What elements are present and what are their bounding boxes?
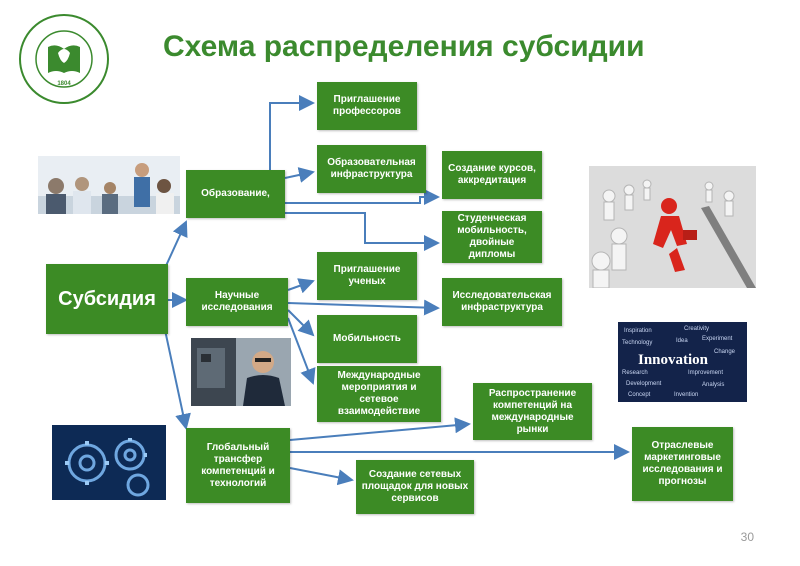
- arrow-subsidy-global: [164, 329, 191, 430]
- arrow-subsidy-education: [164, 220, 188, 269]
- running-figures-image: [589, 166, 756, 288]
- word-experiment: Experiment: [702, 336, 733, 342]
- arrow-global-spread: [289, 417, 471, 441]
- arrow-research-infrastructure: [287, 299, 440, 316]
- word-idea: Idea: [676, 338, 688, 344]
- node-research: Научные исследования: [186, 278, 288, 326]
- node-invite-scientists: Приглашение ученых: [317, 252, 417, 300]
- node-network-platforms: Создание сетевых площадок для новых серв…: [356, 460, 474, 514]
- node-global-transfer: Глобальный трансфер компетенций и технол…: [186, 428, 290, 503]
- word-improvement: Improvement: [688, 370, 723, 376]
- node-spread-competencies: Распространение компетенций на междунаро…: [473, 383, 592, 440]
- innovation-words-image: Inspiration Creativity Technology Idea E…: [618, 322, 747, 402]
- arrow-global-platforms: [289, 467, 354, 486]
- arrow-edu-student-mobility: [285, 212, 440, 251]
- logo-year: 1804: [57, 81, 71, 87]
- node-edu-infrastructure: Образовательная инфраструктура: [317, 145, 426, 193]
- word-technology: Technology: [622, 340, 652, 346]
- word-invention: Invention: [674, 392, 698, 398]
- gears-image: [52, 425, 166, 500]
- node-intl-events: Международные мероприятия и сетевое взаи…: [317, 366, 441, 422]
- word-concept: Concept: [628, 392, 651, 398]
- node-research-infrastructure: Исследовательская инфраструктура: [442, 278, 562, 326]
- scientist-photo: [191, 338, 291, 406]
- arrow-research-scientists: [287, 278, 315, 294]
- arrow-edu-infrastructure: [284, 167, 315, 183]
- arrow-research-mobility: [287, 309, 315, 337]
- arrow-edu-professors: [269, 95, 315, 170]
- word-research: Research: [622, 370, 648, 376]
- node-mobility: Мобильность: [317, 315, 417, 363]
- node-market-research: Отраслевые маркетинговые исследования и …: [632, 427, 733, 501]
- word-analysis: Analysis: [702, 382, 724, 388]
- arrow-edu-courses: [285, 189, 440, 205]
- node-invite-professors: Приглашение профессоров: [317, 82, 417, 130]
- node-student-mobility: Студенческая мобильность, двойные диплом…: [442, 211, 542, 263]
- word-inspiration: Inspiration: [624, 328, 652, 334]
- word-innovation: Innovation: [638, 352, 709, 368]
- lecture-photo: [38, 156, 180, 214]
- page-number: 30: [740, 530, 754, 544]
- slide-title: Схема распределения субсидии: [163, 30, 645, 63]
- word-development: Development: [626, 381, 662, 387]
- word-creativity: Creativity: [684, 326, 709, 332]
- word-change: Change: [714, 349, 736, 355]
- node-subsidy: Субсидия: [46, 264, 168, 334]
- node-education: Образование,: [186, 170, 285, 218]
- university-logo: 1804: [19, 14, 109, 104]
- node-courses: Создание курсов, аккредитация: [442, 151, 542, 199]
- arrow-research-events: [287, 317, 316, 385]
